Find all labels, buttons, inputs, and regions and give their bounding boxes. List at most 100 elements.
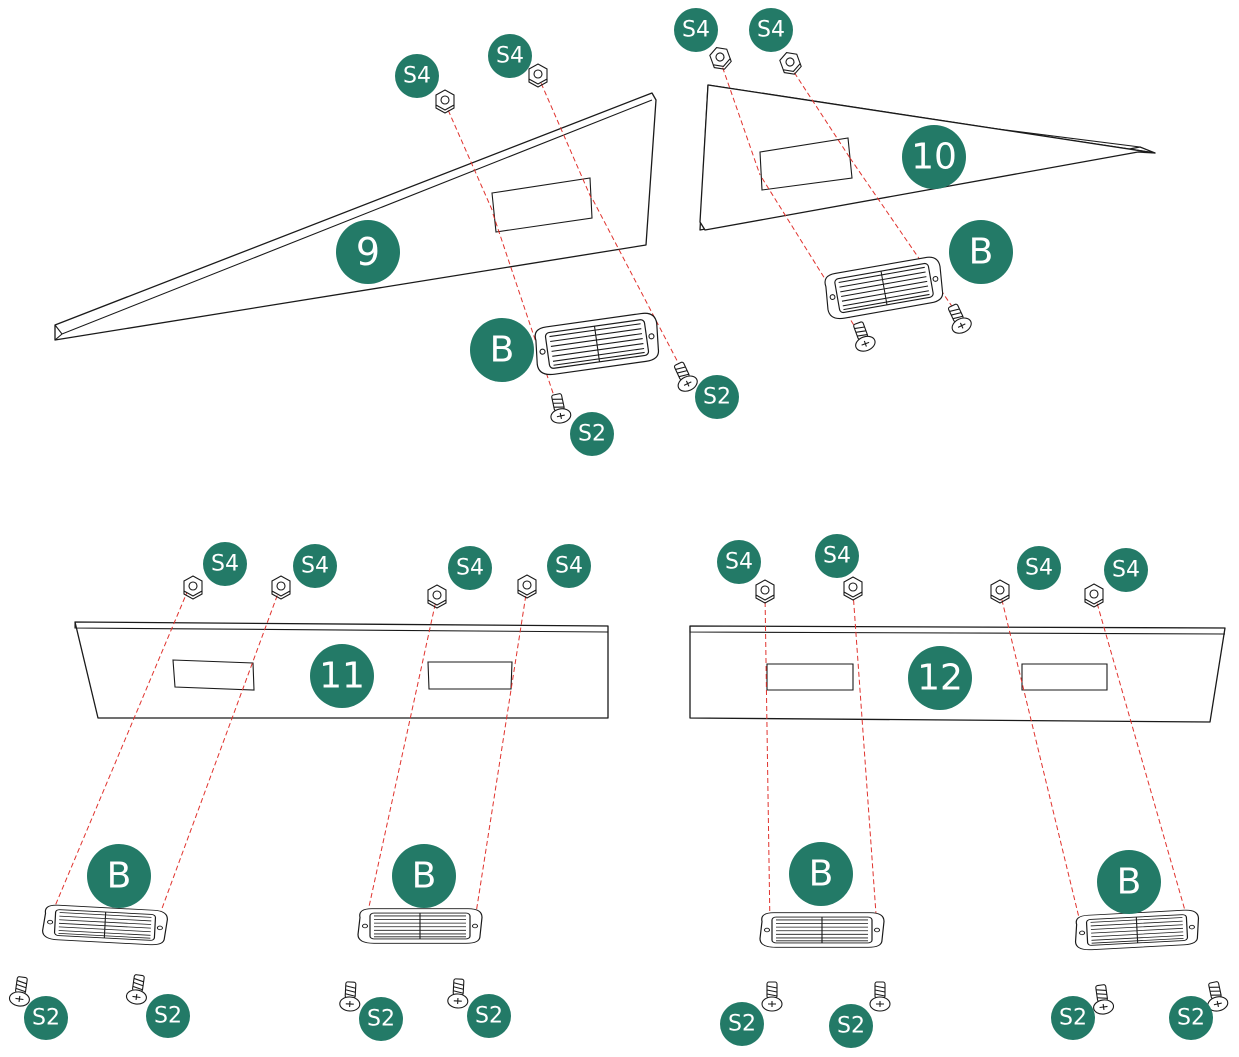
vent-part <box>759 912 885 948</box>
guide-line <box>789 65 851 159</box>
step-number: 11 <box>319 656 365 697</box>
nut-label: S4 <box>749 8 793 52</box>
svg-text:S2: S2 <box>728 1012 756 1037</box>
screw-part <box>761 981 783 1012</box>
svg-text:S4: S4 <box>1112 558 1140 583</box>
nut-label: S4 <box>395 54 439 98</box>
nut-part <box>990 579 1010 604</box>
vent-label: B <box>789 842 853 906</box>
vent-label: B <box>470 318 534 382</box>
svg-text:S2: S2 <box>475 1004 503 1029</box>
svg-text:S2: S2 <box>154 1004 182 1029</box>
nut-label: S4 <box>293 544 337 588</box>
screw-part <box>545 391 573 426</box>
svg-text:S4: S4 <box>757 18 785 43</box>
panel-11-cutout-right <box>427 661 513 690</box>
nut-label: S4 <box>547 544 591 588</box>
vent-label: B <box>392 844 456 908</box>
screw-label: S2 <box>695 375 739 419</box>
screw-part <box>869 981 891 1012</box>
screw-label: S2 <box>146 994 190 1038</box>
screw-label: S2 <box>467 994 511 1038</box>
svg-text:B: B <box>969 232 994 273</box>
guide-line <box>492 213 558 406</box>
screw-part <box>1090 983 1115 1016</box>
screw-label: S2 <box>1051 996 1095 1040</box>
step-badge-9: 9 <box>336 220 400 284</box>
screw-part <box>668 358 701 395</box>
panel-9 <box>54 92 657 341</box>
nut-part <box>435 89 455 114</box>
vent-part <box>357 908 483 944</box>
screw-label: S2 <box>1169 996 1213 1040</box>
svg-text:S2: S2 <box>32 1006 60 1031</box>
guide-line <box>49 589 189 919</box>
panel-11-cutout-left <box>172 659 255 691</box>
step-9-group <box>54 63 701 426</box>
nut-label: S4 <box>815 534 859 578</box>
nut-label: S4 <box>448 546 492 590</box>
screw-label: S2 <box>720 1002 764 1046</box>
svg-text:B: B <box>1117 862 1142 903</box>
vent-part <box>821 254 947 322</box>
svg-text:S4: S4 <box>725 550 753 575</box>
svg-text:S4: S4 <box>496 44 524 69</box>
guide-line <box>719 59 761 176</box>
screw-label: S2 <box>24 996 68 1040</box>
svg-text:S4: S4 <box>1025 556 1053 581</box>
step-badge-12: 12 <box>908 646 972 710</box>
svg-text:S2: S2 <box>1177 1006 1205 1031</box>
nut-label: S4 <box>203 542 247 586</box>
nut-part <box>1084 583 1104 608</box>
screw-part <box>847 319 878 355</box>
nut-part <box>777 48 804 78</box>
guide-line <box>537 75 593 201</box>
step-number: 9 <box>356 230 380 274</box>
svg-text:S4: S4 <box>456 556 484 581</box>
vent-label: B <box>1097 850 1161 914</box>
nut-part <box>183 575 203 600</box>
step-badge-11: 11 <box>310 644 374 708</box>
svg-text:S4: S4 <box>682 18 710 43</box>
screw-part <box>8 975 33 1008</box>
nut-part <box>517 574 537 599</box>
svg-text:S4: S4 <box>555 554 583 579</box>
nut-part <box>271 575 291 600</box>
nut-part <box>843 576 863 601</box>
step-12-group <box>689 576 1230 1016</box>
step-10-group <box>699 43 1156 355</box>
nut-label: S4 <box>1104 548 1148 592</box>
guide-line <box>1094 595 1191 929</box>
step-number: 12 <box>917 658 963 699</box>
nut-label: S4 <box>717 540 761 584</box>
panel-12-cutout-right <box>1021 663 1108 691</box>
screw-part <box>942 300 975 337</box>
vent-label: B <box>949 220 1013 284</box>
vent-label: B <box>87 844 151 908</box>
guide-line <box>999 591 1083 931</box>
svg-text:S4: S4 <box>823 544 851 569</box>
screw-part <box>338 980 362 1013</box>
panel-9-cutout <box>491 177 593 233</box>
vent-part <box>1073 908 1201 952</box>
screw-label: S2 <box>570 412 614 456</box>
badges: 9 10 11 12 S4 S4 S4 S4 S4 S4 S4 S4 S4 S4… <box>24 8 1213 1048</box>
guide-line <box>852 591 878 929</box>
vent-part <box>531 311 663 377</box>
step-number: 10 <box>911 137 957 178</box>
nut-label: S4 <box>674 8 718 52</box>
guide-line <box>473 587 528 927</box>
step-11-group <box>8 574 609 1013</box>
svg-text:S4: S4 <box>403 64 431 89</box>
svg-text:S2: S2 <box>578 422 606 447</box>
panel-10-cutout <box>759 137 853 191</box>
svg-text:B: B <box>107 856 132 897</box>
screw-label: S2 <box>359 997 403 1041</box>
nut-label: S4 <box>488 34 532 78</box>
guide-line <box>156 587 281 923</box>
svg-text:S2: S2 <box>1059 1006 1087 1031</box>
svg-text:B: B <box>809 854 834 895</box>
nut-part <box>427 584 447 609</box>
svg-text:B: B <box>490 330 515 371</box>
nut-part <box>707 43 734 73</box>
